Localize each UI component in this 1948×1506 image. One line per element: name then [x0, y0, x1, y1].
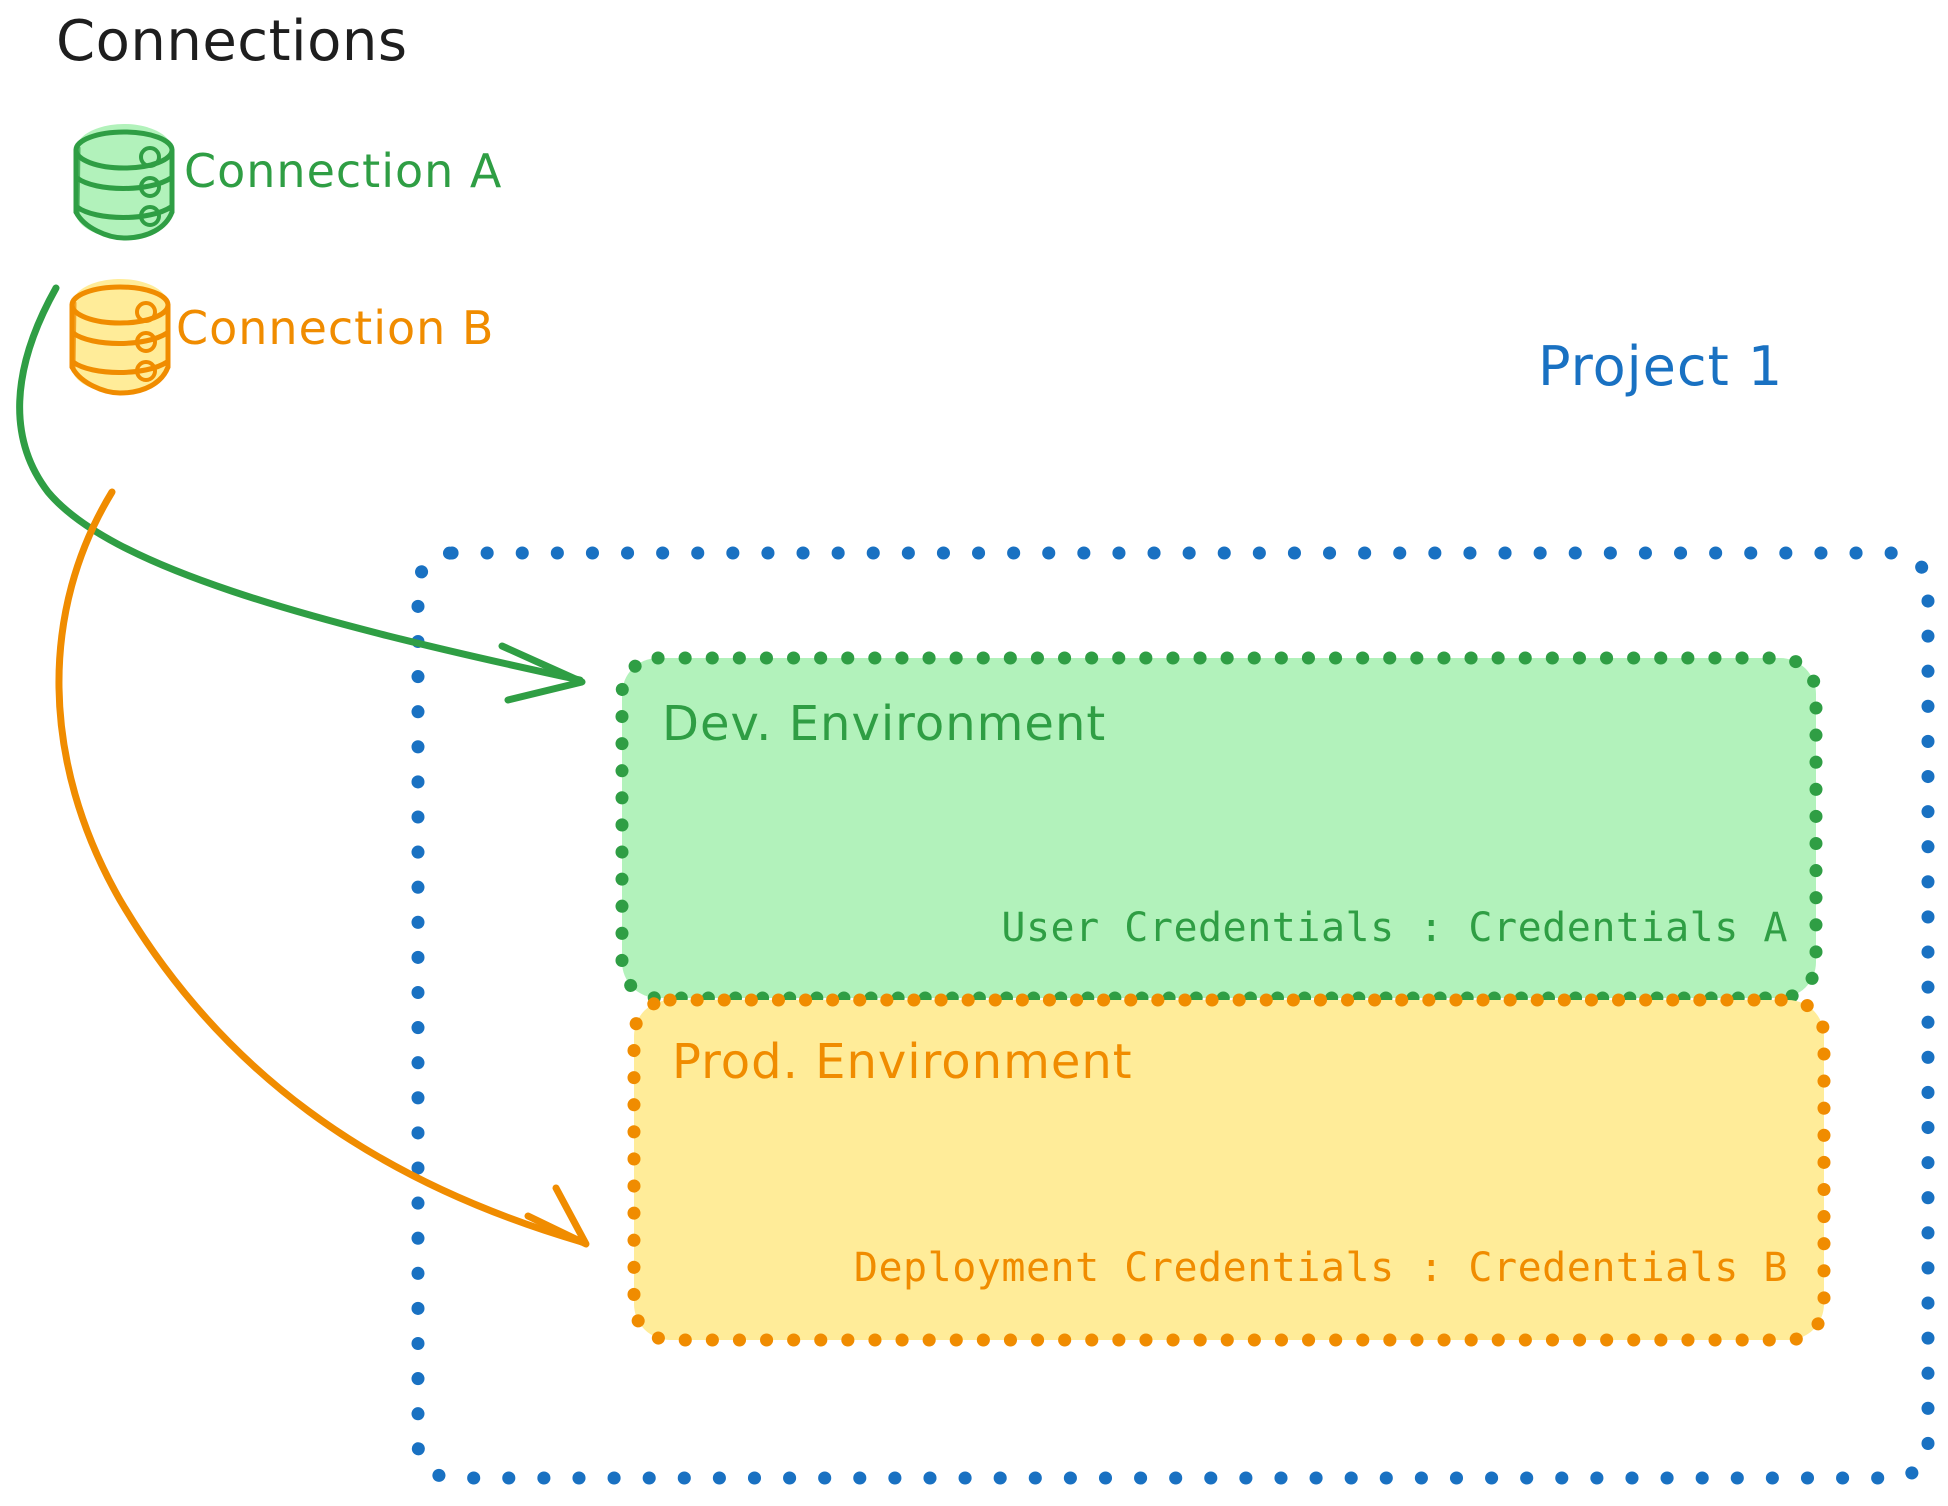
connections-heading: Connections [56, 9, 408, 74]
dev-environment-credentials: User Credentials : Credentials A [1001, 905, 1788, 951]
database-cylinder-icon-connection-a[interactable] [73, 124, 175, 241]
arrow-connection-b-to-prod [55, 488, 590, 1248]
connection-b-label: Connection B [176, 301, 495, 355]
project-container-box[interactable] [411, 546, 1935, 1485]
connection-a-label: Connection A [184, 144, 503, 198]
project-title: Project 1 [1538, 335, 1784, 398]
prod-environment-credentials: Deployment Credentials : Credentials B [853, 1245, 1788, 1291]
prod-environment-title: Prod. Environment [672, 1034, 1133, 1090]
dev-environment-title: Dev. Environment [662, 696, 1107, 752]
database-cylinder-icon-connection-b[interactable] [69, 279, 171, 396]
